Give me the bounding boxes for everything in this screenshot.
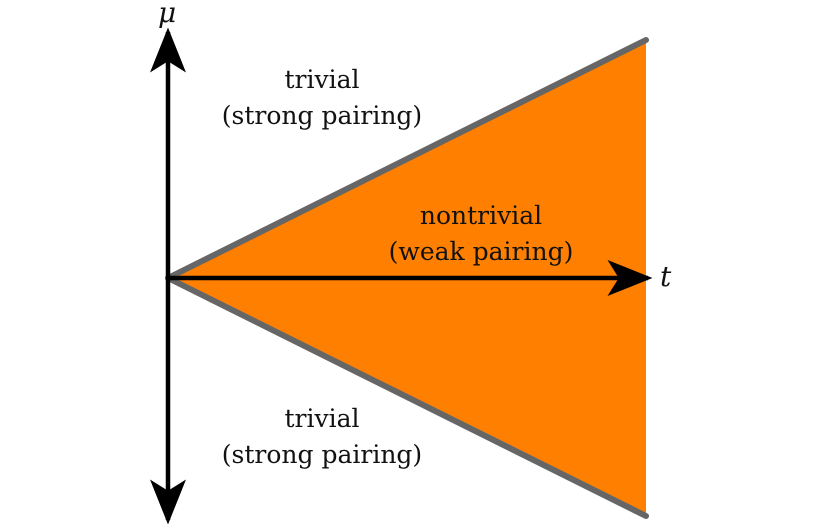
middle-region-label-line2: (weak pairing) <box>389 237 574 266</box>
middle-region-label-line1: nontrivial <box>420 201 542 230</box>
lower-phase-boundary <box>165 275 649 519</box>
top-region-label-line1: trivial <box>284 65 359 94</box>
t-axis-label: t <box>660 260 672 293</box>
bottom-region-label-line2: (strong pairing) <box>222 440 422 469</box>
bottom-region-label-line1: trivial <box>284 404 359 433</box>
upper-phase-boundary <box>165 37 649 281</box>
top-region-label-line2: (strong pairing) <box>222 101 422 130</box>
mu-axis-label: μ <box>158 0 176 29</box>
